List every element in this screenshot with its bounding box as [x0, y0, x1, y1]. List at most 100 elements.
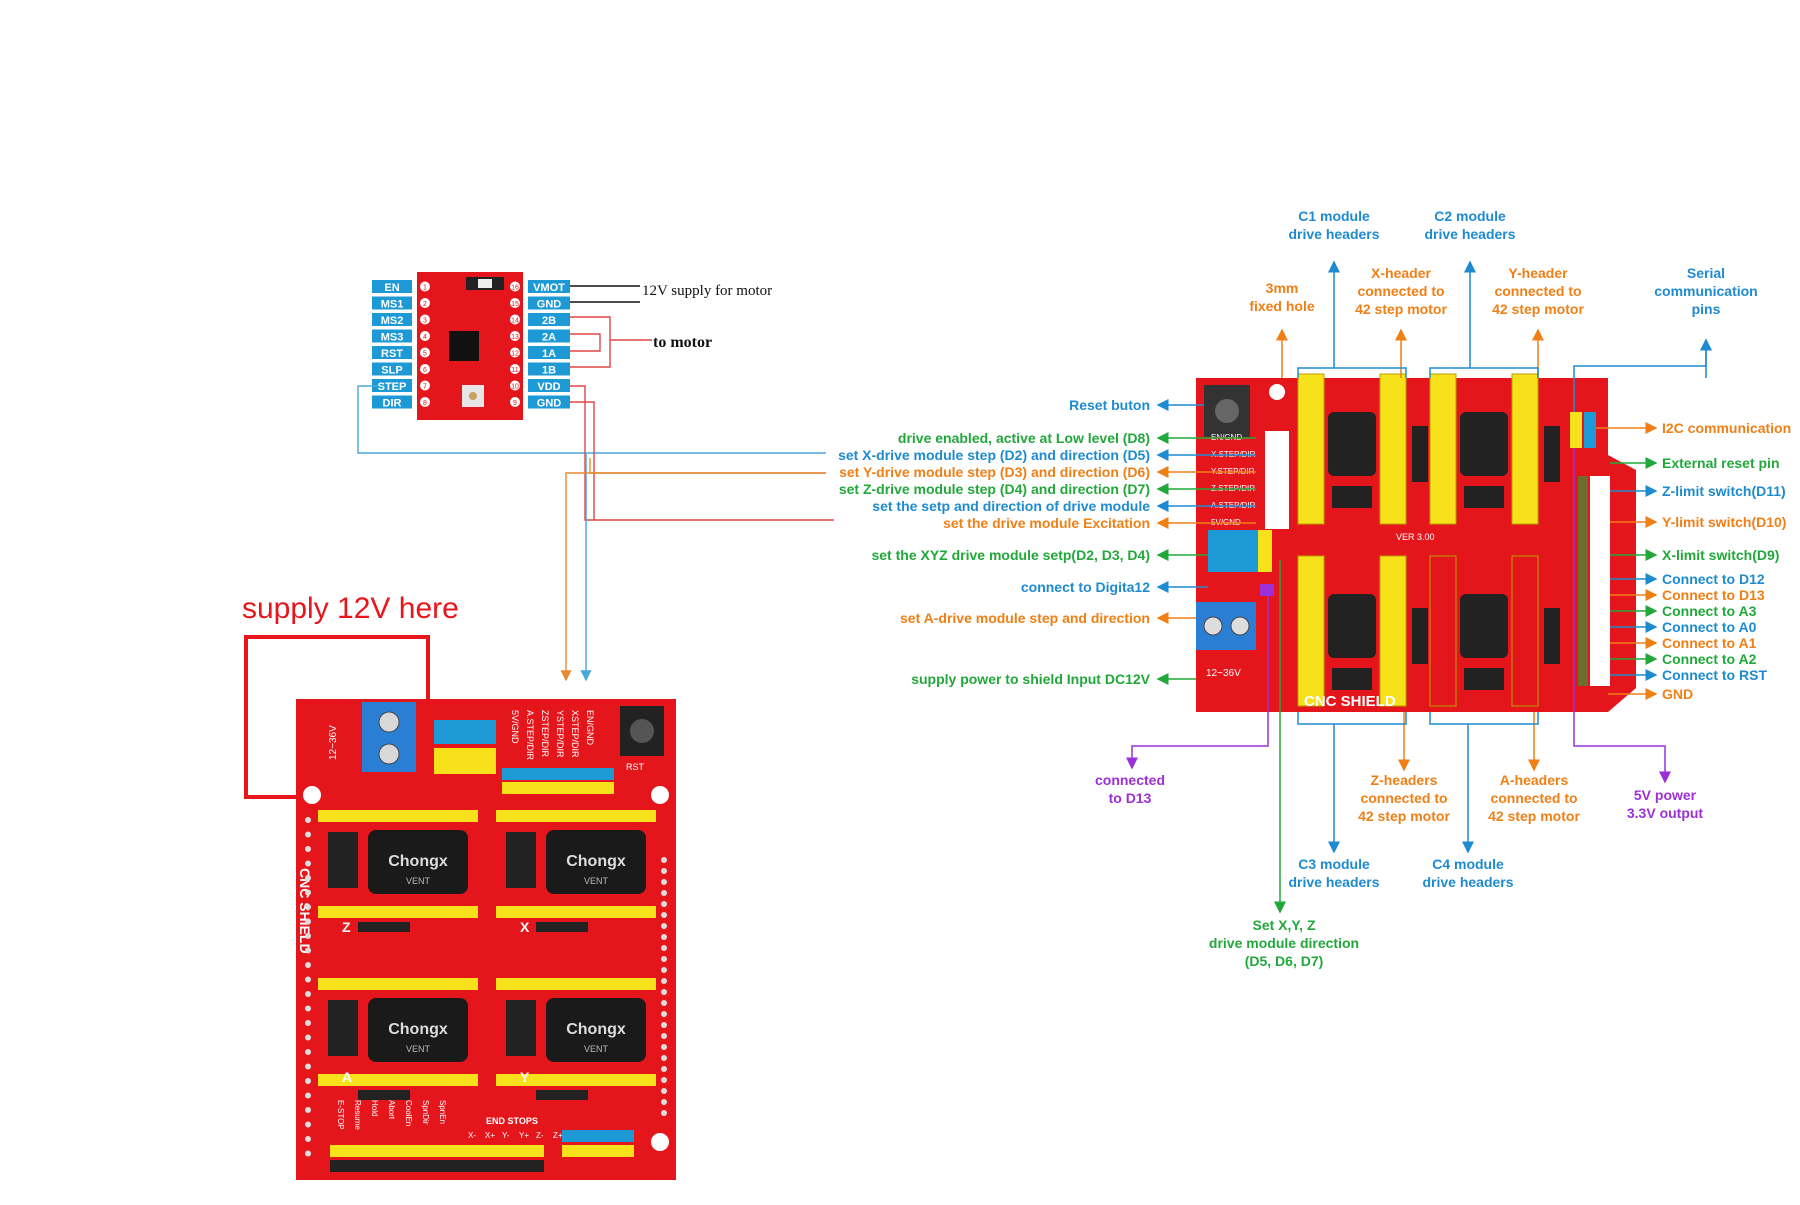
driver-header-top	[496, 810, 656, 822]
terminal-screw	[1231, 617, 1249, 635]
supply-label: supply 12V here	[242, 592, 459, 625]
capacitor	[1328, 412, 1376, 476]
left-bottom-label: Hold	[370, 1100, 379, 1116]
right-board-hole	[1269, 384, 1285, 400]
motor-wires-inner	[570, 334, 600, 351]
axis-header	[358, 922, 410, 932]
driver-pin-number: 13	[511, 334, 519, 341]
callout-top-text: fixed hole	[1249, 298, 1315, 314]
side-pin	[305, 904, 311, 910]
motor-wires-outer	[570, 317, 610, 367]
side-pin	[661, 912, 667, 918]
microstep-jumpers	[1464, 668, 1504, 690]
driver-pin-label: 1B	[542, 365, 556, 377]
callout-right-text: Y-limit switch(D10)	[1662, 514, 1786, 530]
side-pin	[305, 846, 311, 852]
driver-pin-label: MS2	[381, 315, 404, 327]
left-blue-row	[502, 768, 614, 780]
left-pin-label: A.STEP/DIR	[525, 710, 535, 761]
driver-jumper-block	[506, 1000, 536, 1056]
left-cnc-board: 12~36V RST 5V/GNDA.STEP/DIRZSTEP/DIRYSTE…	[296, 699, 676, 1180]
motor-header	[1412, 608, 1428, 664]
side-pin	[661, 923, 667, 929]
capacitor-vent: VENT	[406, 1044, 431, 1054]
callout-left-text: set Y-drive module step (D3) and directi…	[839, 464, 1150, 480]
driver-jumper-block	[506, 832, 536, 888]
callout-bottom-text: to D13	[1109, 790, 1152, 806]
callout-bottom-text: Z-headers	[1371, 772, 1438, 788]
callout-bottom-text: A-headers	[1500, 772, 1569, 788]
driver-pin-label: SLP	[381, 365, 402, 377]
callout-bottom-text: 5V power	[1634, 787, 1697, 803]
left-bottom-label: SpnDir	[421, 1100, 430, 1125]
microstep-jumpers	[1464, 486, 1504, 508]
side-pin	[661, 945, 667, 951]
side-pin	[305, 1107, 311, 1113]
side-pin	[305, 861, 311, 867]
left-bottom-header-yellow-right	[562, 1145, 634, 1157]
left-bottom-label: E-STOP	[336, 1100, 345, 1130]
driver-pin-number: 6	[423, 367, 427, 374]
callout-top-text: communication	[1654, 283, 1757, 299]
callout-left-text: drive enabled, active at Low level (D8)	[898, 430, 1150, 446]
driver-pin-number: 9	[513, 400, 517, 407]
right-board-name: CNC SHIELD	[1304, 693, 1396, 710]
side-pin	[661, 1088, 667, 1094]
left-terminal-label: 12~36V	[328, 725, 339, 760]
driver-pin-label: MS3	[381, 332, 404, 344]
left-bottom-label: CoolEn	[404, 1100, 413, 1126]
side-pin	[661, 1044, 667, 1050]
header-bracket	[1430, 712, 1538, 724]
left-bottom-header-blue	[562, 1130, 634, 1142]
motor-header	[1544, 426, 1560, 482]
side-pin	[661, 1110, 667, 1116]
side-pin	[305, 1122, 311, 1128]
to-motor-note: to motor	[653, 334, 712, 351]
side-pin	[661, 1099, 667, 1105]
callout-right-text: External reset pin	[1662, 455, 1780, 471]
callout-bottom-text: 3.3V output	[1627, 805, 1704, 821]
callout-top-text: X-header	[1371, 265, 1431, 281]
callout-bottom-text: C3 module	[1298, 856, 1370, 872]
driver-jumper-cap	[478, 279, 492, 288]
left-bottom-label: SpnEn	[438, 1100, 447, 1124]
side-pin	[661, 857, 667, 863]
left-board-hole	[651, 1133, 669, 1151]
driver-jumper-block	[328, 832, 358, 888]
axis-header	[536, 922, 588, 932]
callout-top-text: Y-header	[1508, 265, 1568, 281]
left-bottom-label: Abort	[387, 1100, 396, 1120]
side-pin	[661, 978, 667, 984]
side-pin	[305, 933, 311, 939]
left-axis-z: Z	[342, 919, 351, 935]
side-pin	[661, 1011, 667, 1017]
right-serial-pins	[1570, 412, 1582, 448]
side-pin	[661, 1066, 667, 1072]
driver-jumper-block	[328, 1000, 358, 1056]
callout-bottom-text: 42 step motor	[1488, 808, 1580, 824]
side-pin	[661, 879, 667, 885]
left-board-name: CNC SHIELD	[297, 868, 313, 954]
driver-header-top	[318, 978, 478, 990]
callout-right-text: GND	[1662, 686, 1693, 702]
callout-top-text: C1 module	[1298, 208, 1370, 224]
driver-header-top	[318, 810, 478, 822]
driver-pin-label: GND	[537, 299, 562, 311]
callout-top-text: 42 step motor	[1355, 301, 1447, 317]
callout-top-text: pins	[1692, 301, 1721, 317]
callout-left-text: set the setp and direction of drive modu…	[872, 498, 1150, 514]
microstep-jumpers	[1332, 486, 1372, 508]
driver-pin-label: MS1	[381, 299, 404, 311]
driver-pin-number: 1	[423, 285, 427, 292]
callout-right-text: Connect to D12	[1662, 571, 1765, 587]
callout-bottom-text: drive headers	[1422, 874, 1513, 890]
callout-top-text: connected to	[1357, 283, 1444, 299]
driver-pin-label: RST	[381, 348, 403, 360]
driver-pin-number: 12	[511, 351, 519, 358]
left-pin-label: ZSTEP/DIR	[540, 710, 550, 758]
side-pin	[305, 1064, 311, 1070]
capacitor-vent: VENT	[584, 876, 609, 886]
left-axis-a: A	[342, 1069, 352, 1085]
end-stop-axis: Y+	[519, 1131, 529, 1140]
